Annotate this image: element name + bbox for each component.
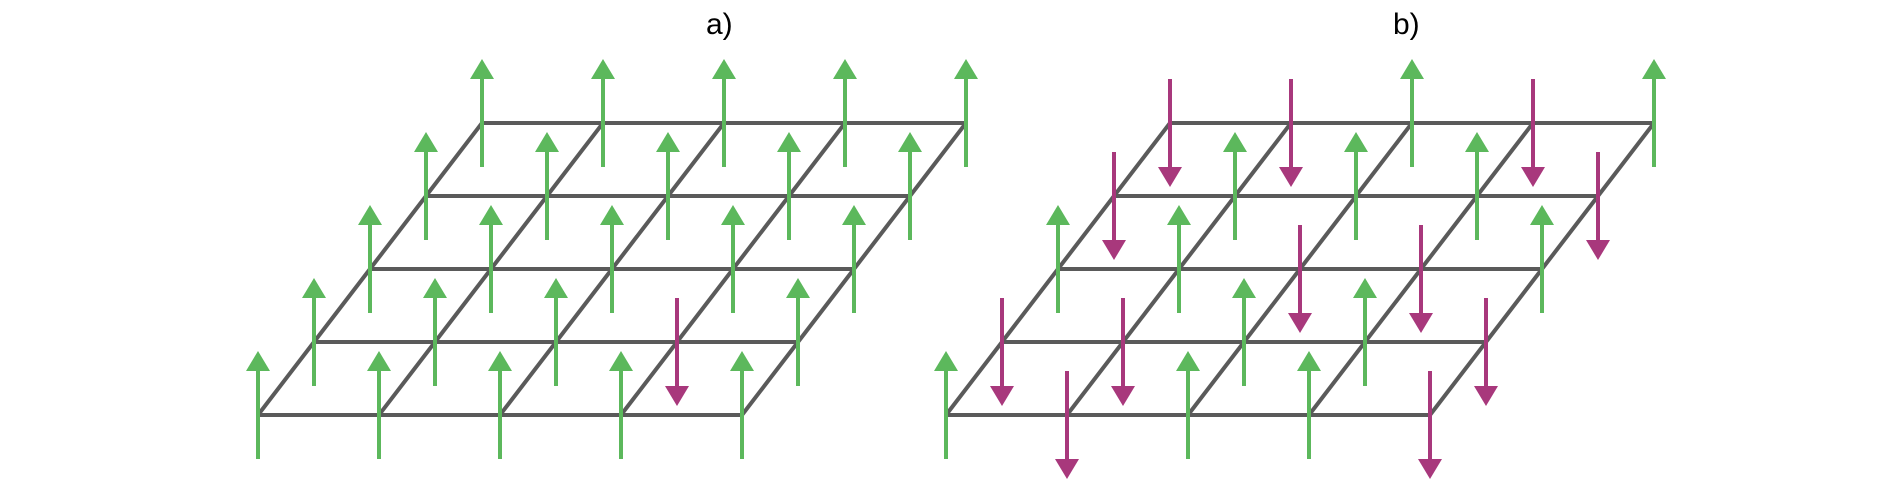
lattice-edge (1242, 267, 1302, 344)
lattice-edge (377, 340, 437, 417)
spin-up-arrow (1297, 351, 1321, 459)
lattice-edge (1233, 121, 1293, 198)
lattice-edge (498, 340, 558, 417)
lattice-edge (1540, 194, 1600, 271)
spin-up-arrow (535, 132, 559, 240)
spin-up-arrow (842, 205, 866, 313)
lattice-edge (1112, 121, 1172, 198)
spin-up-arrow (1223, 132, 1247, 240)
lattice-edge (1475, 121, 1535, 198)
spin-up-arrow (423, 278, 447, 386)
spin-down-arrow (1158, 79, 1182, 187)
lattice-edge (424, 121, 484, 198)
lattice-edge (731, 194, 791, 271)
lattice-edge (1596, 121, 1656, 198)
lattice-edge (1177, 194, 1237, 271)
lattice-edge (908, 121, 968, 198)
spin-up-arrow (721, 205, 745, 313)
lattice-edge (740, 340, 800, 417)
spin-up-arrow (1344, 132, 1368, 240)
spin-up-arrow (656, 132, 680, 240)
spin-up-arrow (591, 59, 615, 167)
lattice-edge (796, 267, 856, 344)
lattice-edge (944, 340, 1004, 417)
spin-down-arrow (1474, 298, 1498, 406)
panel-a-label: a) (706, 8, 733, 41)
lattice-edge (554, 267, 614, 344)
spin-up-arrow (1232, 278, 1256, 386)
spin-down-arrow (1418, 371, 1442, 479)
spin-up-arrow (479, 205, 503, 313)
spin-up-arrow (600, 205, 624, 313)
spin-up-arrow (1642, 59, 1666, 167)
spin-up-arrow (488, 351, 512, 459)
spin-up-arrow (730, 351, 754, 459)
lattice-edge (610, 194, 670, 271)
spin-up-arrow (1046, 205, 1070, 313)
lattice-edge (675, 267, 735, 344)
panel-b-lattice (934, 59, 1666, 479)
spin-up-arrow (1465, 132, 1489, 240)
lattice-edge (368, 194, 428, 271)
panel-a-lattice (246, 59, 978, 459)
spin-down-arrow (1055, 371, 1079, 479)
lattice-edge (1419, 194, 1479, 271)
lattice-edge (1354, 121, 1414, 198)
lattice-edge (1000, 267, 1060, 344)
spin-up-arrow (1530, 205, 1554, 313)
lattice-edge (666, 121, 726, 198)
lattice-edge (433, 267, 493, 344)
lattice-edge (1056, 194, 1116, 271)
spin-up-arrow (246, 351, 270, 459)
lattice-edge (1484, 267, 1544, 344)
panel-b-label: b) (1393, 8, 1420, 41)
lattice-edge (787, 121, 847, 198)
spin-up-arrow (414, 132, 438, 240)
lattice-edge (489, 194, 549, 271)
spin-up-arrow (544, 278, 568, 386)
lattice-edge (1363, 267, 1423, 344)
lattice-edge (1307, 340, 1367, 417)
lattice-edge (1186, 340, 1246, 417)
spin-up-arrow (1167, 205, 1191, 313)
spin-up-arrow (609, 351, 633, 459)
spin-up-arrow (302, 278, 326, 386)
lattice-edge (1065, 340, 1125, 417)
spin-up-arrow (712, 59, 736, 167)
lattice-edge (545, 121, 605, 198)
spin-down-arrow (1111, 298, 1135, 406)
spin-up-arrow (777, 132, 801, 240)
spin-down-arrow (1288, 225, 1312, 333)
lattice-edge (1298, 194, 1358, 271)
lattice-edge (256, 340, 316, 417)
spin-down-arrow (1586, 152, 1610, 260)
spin-down-arrow (1409, 225, 1433, 333)
spin-up-arrow (1176, 351, 1200, 459)
spin-up-arrow (833, 59, 857, 167)
lattice-edge (619, 340, 679, 417)
lattice-edge (852, 194, 912, 271)
spin-down-arrow (665, 298, 689, 406)
spin-down-arrow (1102, 152, 1126, 260)
spin-down-arrow (1521, 79, 1545, 187)
spin-up-arrow (470, 59, 494, 167)
spin-up-arrow (1400, 59, 1424, 167)
lattice-edge (1121, 267, 1181, 344)
spin-up-arrow (898, 132, 922, 240)
spin-up-arrow (934, 351, 958, 459)
spin-down-arrow (1279, 79, 1303, 187)
spin-up-arrow (786, 278, 810, 386)
lattice-edge (312, 267, 372, 344)
lattice-edge (1428, 340, 1488, 417)
spin-down-arrow (990, 298, 1014, 406)
spin-up-arrow (954, 59, 978, 167)
spin-up-arrow (1353, 278, 1377, 386)
spin-up-arrow (367, 351, 391, 459)
spin-up-arrow (358, 205, 382, 313)
